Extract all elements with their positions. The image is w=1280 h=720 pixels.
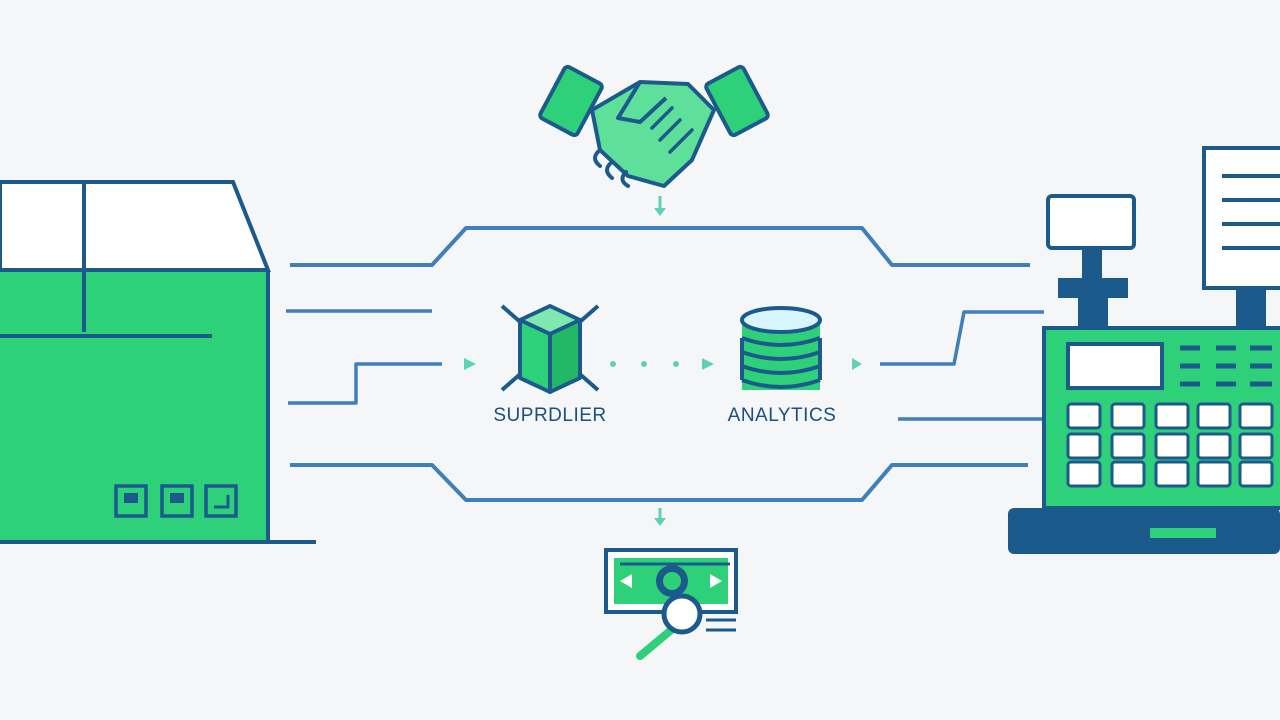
arrow-down-bottom [654, 508, 666, 526]
supplier-label: SUPRDLIER [493, 405, 607, 426]
flow-arrow-right [852, 358, 862, 370]
flow-dots [610, 358, 714, 370]
analytics-label: ANALYTICS [727, 405, 837, 426]
cash-register-icon [1008, 146, 1280, 554]
database-icon [740, 306, 822, 390]
left-connector-lines [286, 309, 442, 405]
money-search-icon [604, 548, 738, 660]
cube-icon [500, 304, 600, 394]
right-connector-lines [880, 310, 1046, 421]
flow-arrow-left [464, 358, 476, 370]
handshake-icon [538, 64, 770, 188]
keypad-icon [1066, 402, 1274, 488]
central-hub-outline [290, 226, 1030, 502]
warehouse-box-icon [0, 180, 316, 544]
box-label-icons [114, 484, 238, 518]
arrow-down-top [654, 196, 666, 216]
